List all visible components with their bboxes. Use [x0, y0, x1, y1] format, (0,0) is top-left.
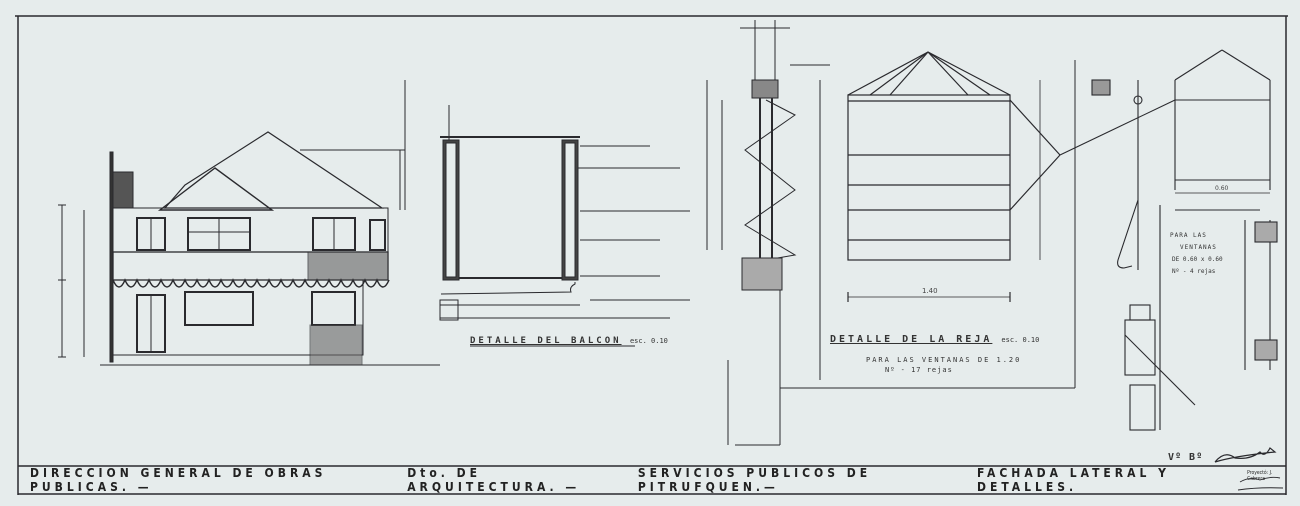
grille-detail-title: DETALLE DE LA REJA esc. 0.10 [830, 334, 1039, 345]
small-grille-note-4: Nº - 4 rejas [1172, 268, 1216, 275]
balcony-detail-title: DETALLE DEL BALCON esc. 0.10 [470, 336, 668, 346]
grille-width-dimension: 1.40 [922, 287, 938, 295]
drafter-note: Proyectó: J. Cabrera [1247, 470, 1273, 482]
balcony-detail [439, 105, 690, 347]
approval-signature [1214, 447, 1277, 463]
balcony-scale: esc. 0.10 [629, 337, 668, 345]
small-grille-note-3: DE 0.60 x 0.60 [1172, 256, 1223, 263]
title-block: DIRECCION GENERAL DE OBRAS PUBLICAS. — D… [20, 466, 1285, 494]
grille-elevation [847, 51, 1061, 302]
approval-mark: Vº Bº [1168, 452, 1204, 463]
title-project: SERVICIOS PUBLICOS DE PITRUFQUEN.— [637, 466, 872, 494]
small-grille-note-2: VENTANAS [1180, 244, 1217, 251]
sheet-border [15, 15, 1288, 495]
small-grille-width-dimension: 0.60 [1215, 185, 1229, 192]
small-grille-detail [1059, 49, 1278, 431]
title-direccion: DIRECCION GENERAL DE OBRAS PUBLICAS. — [30, 466, 327, 494]
balcony-title-text: DETALLE DEL BALCON [470, 336, 622, 346]
grille-title-text: DETALLE DE LA REJA [830, 334, 993, 345]
small-grille-note-1: PARA LAS [1170, 232, 1207, 239]
grille-count: Nº - 17 rejas [885, 366, 953, 374]
grille-subtitle: PARA LAS VENTANAS DE 1.20 [866, 356, 1022, 364]
lateral-facade-elevation [58, 80, 440, 366]
title-departamento: Dto. DE ARQUITECTURA. — [407, 466, 581, 494]
title-sheet: FACHADA LATERAL Y DETALLES. [977, 466, 1170, 494]
grille-scale: esc. 0.10 [1001, 336, 1040, 344]
grille-section [706, 20, 1076, 446]
author-signature [1237, 476, 1284, 491]
